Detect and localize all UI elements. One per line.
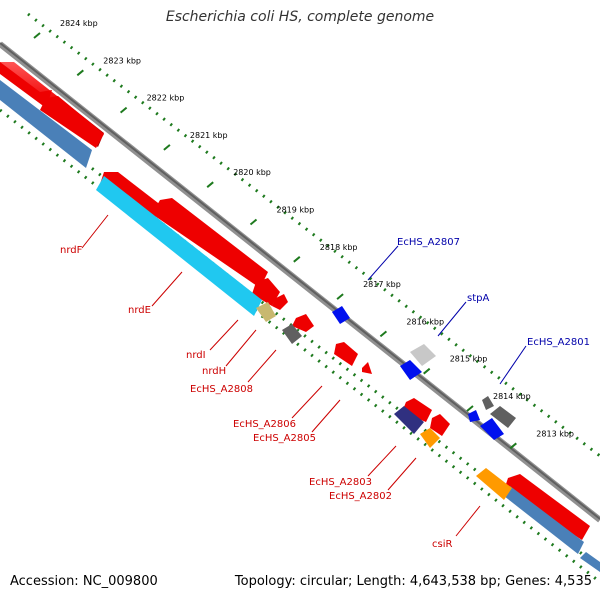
callout-line: [437, 301, 467, 337]
cds-bar[interactable]: [256, 302, 276, 322]
tick-mark: [379, 330, 388, 338]
gene-arrow[interactable]: [482, 396, 494, 410]
tick-guide-outer: [27, 12, 600, 458]
gene-label-stpA[interactable]: stpA: [467, 293, 489, 304]
genome-backbone: [0, 42, 600, 520]
gene-label-nrdE[interactable]: nrdE: [128, 305, 151, 316]
tick-label: 2819 kbp: [277, 206, 315, 215]
gene-arrow[interactable]: [504, 474, 590, 540]
gene-label-EcHS_A2805[interactable]: EcHS_A2805: [253, 433, 316, 444]
tick-label: 2818 kbp: [320, 243, 358, 252]
tick-mark: [206, 181, 214, 188]
gene-features: [0, 62, 600, 572]
cds-bar[interactable]: [0, 80, 92, 168]
tick-mark: [33, 32, 41, 39]
gene-arrow[interactable]: [152, 198, 268, 288]
gene-arrow[interactable]: [40, 96, 104, 148]
tick-label: 2814 kbp: [493, 392, 531, 401]
gene-label-EcHS_A2808[interactable]: EcHS_A2808: [190, 384, 253, 395]
tick-label: 2823 kbp: [103, 56, 141, 65]
tick-label: 2820 kbp: [233, 168, 271, 177]
callout-line: [151, 271, 183, 307]
callout-line: [455, 505, 481, 537]
genome-summary-text: Topology: circular; Length: 4,643,538 bp…: [234, 574, 592, 589]
gene-arrow[interactable]: [282, 324, 302, 344]
callout-line: [209, 319, 239, 351]
tick-mark: [119, 106, 128, 114]
gene-arrow[interactable]: [332, 306, 350, 324]
gene-label-EcHS_A2806[interactable]: EcHS_A2806: [233, 419, 296, 430]
tick-mark: [423, 367, 431, 375]
gene-arrow[interactable]: [490, 406, 516, 428]
gene-label-EcHS_A2807[interactable]: EcHS_A2807: [397, 237, 460, 248]
gene-label-nrdI[interactable]: nrdI: [186, 350, 206, 361]
gene-arrow[interactable]: [394, 406, 424, 434]
gene-label-EcHS_A2801[interactable]: EcHS_A2801: [527, 337, 590, 348]
tick-mark: [509, 442, 517, 450]
gene-arrow[interactable]: [0, 62, 52, 108]
guide-inner-1: [0, 94, 600, 570]
gene-arrow[interactable]: [468, 410, 480, 422]
callout-line: [387, 457, 417, 491]
callout-line: [311, 399, 341, 433]
tick-label: 2813 kbp: [536, 429, 574, 438]
callout-line: [291, 385, 323, 419]
tick-labels: 2824 kbp 2823 kbp 2822 kbp 2821 kbp 2820 kbp…: [33, 19, 574, 450]
gene-arrow[interactable]: [100, 172, 162, 220]
tick-label: 2815 kbp: [450, 355, 488, 364]
gene-arrow[interactable]: [292, 314, 314, 332]
gene-label-csiR[interactable]: csiR: [432, 539, 452, 550]
callout-line: [81, 214, 109, 249]
callout-line: [499, 345, 527, 385]
gene-labels: nrdF nrdE nrdI nrdH EcHS_A2808 EcHS_A280…: [60, 214, 590, 550]
tick-label: 2824 kbp: [60, 19, 98, 28]
accession-text: Accession: NC_009800: [10, 574, 158, 589]
tick-mark: [76, 69, 84, 77]
tick-mark: [293, 256, 301, 263]
gene-label-nrdH[interactable]: nrdH: [202, 366, 226, 377]
cds-bar[interactable]: [96, 176, 262, 316]
tick-label: 2817 kbp: [363, 280, 401, 289]
gene-label-nrdF[interactable]: nrdF: [60, 245, 83, 256]
callout-line: [367, 245, 399, 281]
callout-line: [247, 349, 277, 383]
guide-inner-2: [0, 108, 600, 584]
gene-label-EcHS_A2802[interactable]: EcHS_A2802: [329, 491, 392, 502]
gene-arrow[interactable]: [272, 294, 288, 310]
gene-arrow[interactable]: [410, 344, 436, 366]
cds-bar[interactable]: [580, 552, 600, 572]
tick-mark: [466, 405, 474, 412]
gene-arrow[interactable]: [334, 342, 358, 366]
gene-arrow[interactable]: [252, 278, 280, 306]
tick-label: 2822 kbp: [147, 94, 185, 103]
gene-arrow[interactable]: [400, 360, 422, 380]
tick-mark: [249, 218, 258, 226]
gene-arrow[interactable]: [430, 414, 450, 436]
tick-label: 2816 kbp: [406, 317, 444, 326]
gene-arrow[interactable]: [476, 468, 512, 500]
callout-line: [225, 329, 257, 367]
tick-label: 2821 kbp: [190, 131, 228, 140]
tick-mark: [163, 144, 171, 151]
map-title: Escherichia coli HS, complete genome: [165, 9, 435, 25]
callout-line: [367, 445, 397, 477]
gene-arrow[interactable]: [480, 418, 504, 440]
gene-label-EcHS_A2803[interactable]: EcHS_A2803: [309, 477, 372, 488]
tick-mark: [336, 293, 344, 300]
cds-bar[interactable]: [504, 486, 584, 554]
gene-arrow[interactable]: [402, 398, 432, 422]
gene-arrow[interactable]: [362, 362, 372, 374]
gene-arrow[interactable]: [420, 428, 440, 448]
